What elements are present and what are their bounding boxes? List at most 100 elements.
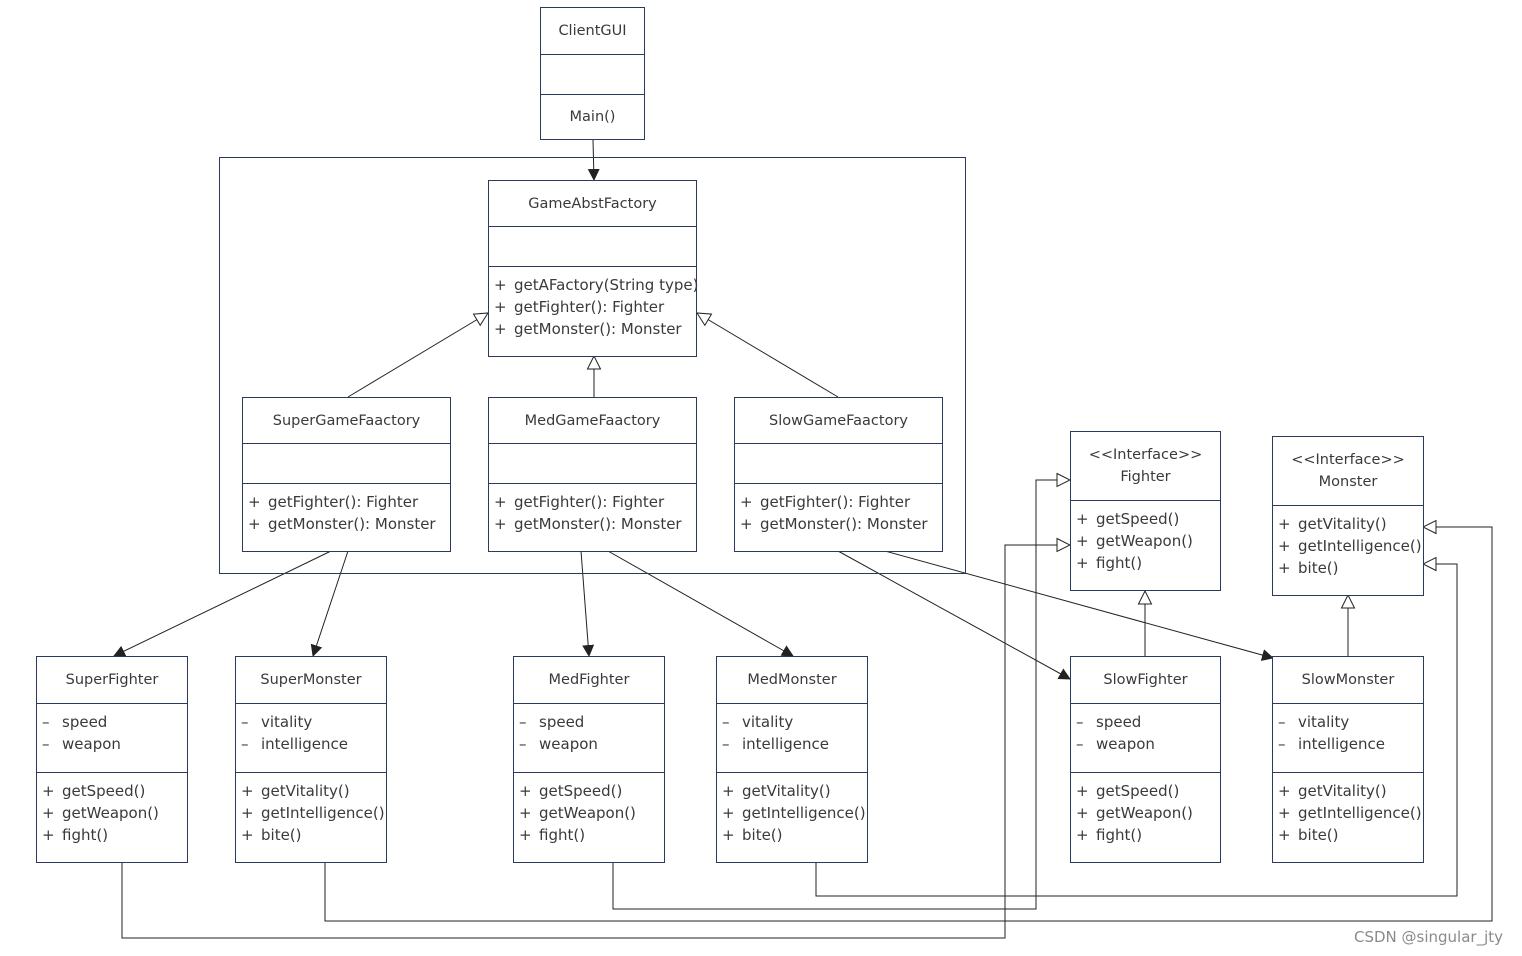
methods-section: +getVitality() +getIntelligence() +bite(… (1273, 773, 1423, 846)
relation-med-factory-fighter (580, 550, 595, 657)
method: +bite() (1278, 559, 1339, 577)
factory-package-frame (219, 157, 966, 574)
class-slow-game-faactory[interactable]: SlowGameFaactory +getFighter(): Fighter … (734, 397, 943, 552)
interface-header: <<Interface>> Monster (1273, 437, 1423, 506)
method: +fight() (42, 826, 109, 844)
method: +getIntelligence() (722, 804, 866, 822)
attribute: –speed (1076, 713, 1142, 731)
methods-section: +getFighter(): Fighter +getMonster(): Mo… (243, 484, 450, 535)
methods-section: +getSpeed() +getWeapon() +fight() (37, 773, 187, 846)
relation-super-monster-implements (324, 527, 1493, 922)
class-name: MedGameFaactory (489, 398, 696, 444)
class-med-monster[interactable]: MedMonster –vitality –intelligence +getV… (716, 656, 868, 863)
methods-section: +getVitality() +getIntelligence() +bite(… (1273, 506, 1423, 579)
relation-super-fighter-implements (121, 545, 1070, 939)
attributes-section: –vitality –intelligence (717, 704, 867, 773)
interface-monster[interactable]: <<Interface>> Monster +getVitality() +ge… (1272, 436, 1424, 596)
methods-section: +getSpeed() +getWeapon() +fight() (514, 773, 664, 846)
class-super-monster[interactable]: SuperMonster –vitality –intelligence +ge… (235, 656, 387, 863)
class-client-gui[interactable]: ClientGUI Main() (540, 7, 645, 140)
method: +getFighter(): Fighter (494, 493, 665, 511)
method: +getFighter(): Fighter (248, 493, 419, 511)
relation-slow-factory-monster (884, 550, 1274, 661)
attribute: –speed (42, 713, 108, 731)
stereotype: <<Interface>> (1291, 452, 1405, 468)
class-super-game-faactory[interactable]: SuperGameFaactory +getFighter(): Fighter… (242, 397, 451, 552)
attribute: –intelligence (722, 735, 830, 753)
class-slow-monster[interactable]: SlowMonster –vitality –intelligence +get… (1272, 656, 1424, 863)
method: +getFighter(): Fighter (740, 493, 911, 511)
method: +getVitality() (1278, 782, 1387, 800)
method: +getSpeed() (42, 782, 146, 800)
relation-client-to-factory (587, 139, 600, 181)
attributes-section: –speed –weapon (1071, 704, 1220, 773)
class-name: Monster (1318, 474, 1378, 490)
method: +getWeapon() (1076, 532, 1193, 550)
relation-super-factory-fighter (113, 550, 332, 657)
method: +getMonster(): Monster (494, 515, 682, 533)
class-name: SuperGameFaactory (243, 398, 450, 444)
class-med-fighter[interactable]: MedFighter –speed –weapon +getSpeed() +g… (513, 656, 665, 863)
methods-section: +getVitality() +getIntelligence() +bite(… (717, 773, 867, 846)
method: +fight() (519, 826, 586, 844)
interface-header: <<Interface>> Fighter (1071, 432, 1220, 501)
relation-super-factory-extends (347, 313, 488, 398)
class-name: SlowGameFaactory (735, 398, 942, 444)
attributes-section: –speed –weapon (514, 704, 664, 773)
method: Main() (569, 109, 616, 125)
attributes-section (489, 444, 696, 484)
method: +bite() (722, 826, 783, 844)
attributes-section (489, 227, 696, 267)
watermark: CSDN @singular_jty (1354, 928, 1504, 946)
method: +getAFactory(String type) (494, 276, 699, 294)
attribute: –speed (519, 713, 585, 731)
method: +getFighter(): Fighter (494, 298, 665, 316)
method: +getWeapon() (42, 804, 159, 822)
class-name: Fighter (1120, 469, 1171, 485)
method: +fight() (1076, 826, 1143, 844)
method: +getSpeed() (519, 782, 623, 800)
attributes-section (243, 444, 450, 484)
class-name: MedMonster (717, 657, 867, 704)
relation-slow-factory-extends (697, 313, 839, 398)
relation-med-monster-implements (815, 564, 1458, 897)
method: +fight() (1076, 554, 1143, 572)
interface-fighter[interactable]: <<Interface>> Fighter +getSpeed() +getWe… (1070, 431, 1221, 591)
methods-section: +getSpeed() +getWeapon() +fight() (1071, 501, 1220, 574)
methods-section: +getAFactory(String type) +getFighter():… (489, 267, 699, 340)
class-super-fighter[interactable]: SuperFighter –speed –weapon +getSpeed() … (36, 656, 188, 863)
method: +getSpeed() (1076, 782, 1180, 800)
class-name: ClientGUI (541, 8, 644, 55)
method: +getSpeed() (1076, 510, 1180, 528)
relation-med-fighter-implements (612, 480, 1070, 910)
attributes-section: –speed –weapon (37, 704, 187, 773)
class-slow-fighter[interactable]: SlowFighter –speed –weapon +getSpeed() +… (1070, 656, 1221, 863)
methods-section: +getVitality() +getIntelligence() +bite(… (236, 773, 386, 846)
attributes-section: –vitality –intelligence (236, 704, 386, 773)
attributes-section (735, 444, 942, 484)
methods-section: +getFighter(): Fighter +getMonster(): Mo… (735, 484, 942, 535)
class-med-game-faactory[interactable]: MedGameFaactory +getFighter(): Fighter +… (488, 397, 697, 552)
method: +bite() (1278, 826, 1339, 844)
attributes-section: –vitality –intelligence (1273, 704, 1423, 773)
method: +getVitality() (1278, 515, 1387, 533)
relation-slow-factory-fighter (837, 550, 1071, 680)
method: +getIntelligence() (241, 804, 385, 822)
method: +getIntelligence() (1278, 804, 1422, 822)
method: +getVitality() (722, 782, 831, 800)
method: +getIntelligence() (1278, 537, 1422, 555)
class-name: SuperMonster (236, 657, 386, 704)
class-name: SlowMonster (1273, 657, 1423, 704)
method: +getMonster(): Monster (248, 515, 436, 533)
attribute: –weapon (519, 735, 598, 753)
attribute: –intelligence (1278, 735, 1386, 753)
method: +getMonster(): Monster (494, 320, 682, 338)
attributes-section (541, 55, 644, 95)
class-game-abst-factory[interactable]: GameAbstFactory +getAFactory(String type… (488, 180, 699, 357)
methods-section: +getSpeed() +getWeapon() +fight() (1071, 773, 1220, 846)
method: +getMonster(): Monster (740, 515, 928, 533)
attribute: –vitality (722, 713, 794, 731)
method: +getWeapon() (519, 804, 636, 822)
method: +bite() (241, 826, 302, 844)
